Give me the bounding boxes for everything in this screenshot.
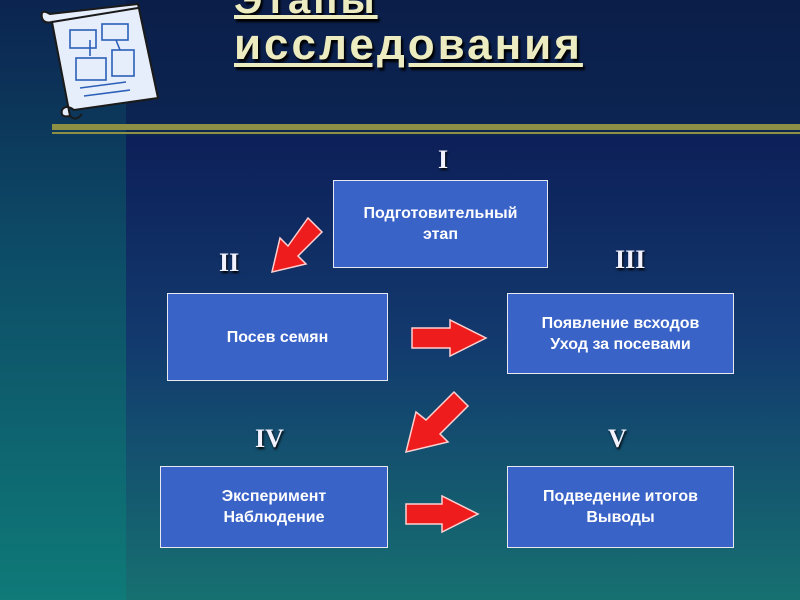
arrow-1-to-2-icon [270,216,324,274]
title-line-2: исследования [234,20,583,69]
stage-3-numeral: III [615,245,646,274]
stage-4-numeral: IV [255,424,284,453]
stage-5-numeral: V [608,424,627,453]
stage-5-box: Подведение итогов Выводы [507,466,734,548]
arrow-3-to-4-icon [404,390,470,454]
stage-1-box: Подготовительный этап [333,180,548,268]
title-divider [52,124,800,130]
stage-2-box: Посев семян [167,293,388,381]
title-line-1: Этапы [234,0,378,22]
stage-4-box: Эксперимент Наблюдение [160,466,388,548]
stage-2-numeral: II [219,248,240,277]
stage-3-box: Появление всходов Уход за посевами [507,293,734,374]
blueprint-scroll-icon [40,2,160,120]
stage-1-numeral: I [438,145,449,174]
arrow-2-to-3-icon [411,318,488,358]
title-divider-thin [52,132,800,134]
arrow-4-to-5-icon [405,494,480,534]
